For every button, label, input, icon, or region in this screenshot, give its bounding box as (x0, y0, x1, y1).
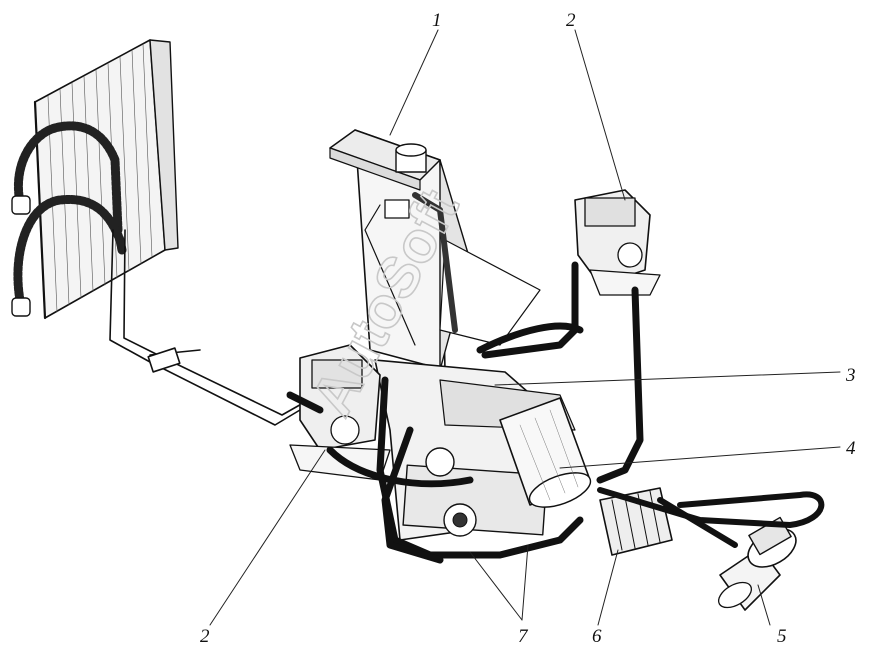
hydraulic-hoses (286, 261, 825, 564)
callout-4: 4 (846, 438, 856, 459)
pipe-bracket (147, 347, 181, 373)
hydraulic-oil-tank (329, 129, 541, 371)
pressure-filter (499, 397, 592, 508)
return-filter-canister (717, 516, 797, 611)
callout-6: 6 (592, 626, 602, 647)
callout-2-top: 2 (566, 10, 576, 31)
hose-clamp-upper (11, 195, 31, 215)
hose-clamp-lower (11, 297, 31, 317)
oil-cooler-radiator (33, 39, 179, 320)
callout-2-bottom: 2 (200, 626, 210, 647)
callout-1: 1 (432, 10, 442, 31)
radiator-corrugated-hoses (13, 121, 127, 315)
callout-5: 5 (777, 626, 787, 647)
callout-7: 7 (518, 626, 529, 647)
callout-leader-lines (209, 29, 841, 626)
gear-pump-right (574, 189, 661, 296)
tank-fitting (384, 199, 410, 219)
callout-3: 3 (845, 365, 856, 386)
main-pump-assembly (374, 359, 576, 541)
cooler-steel-pipes (109, 229, 306, 426)
